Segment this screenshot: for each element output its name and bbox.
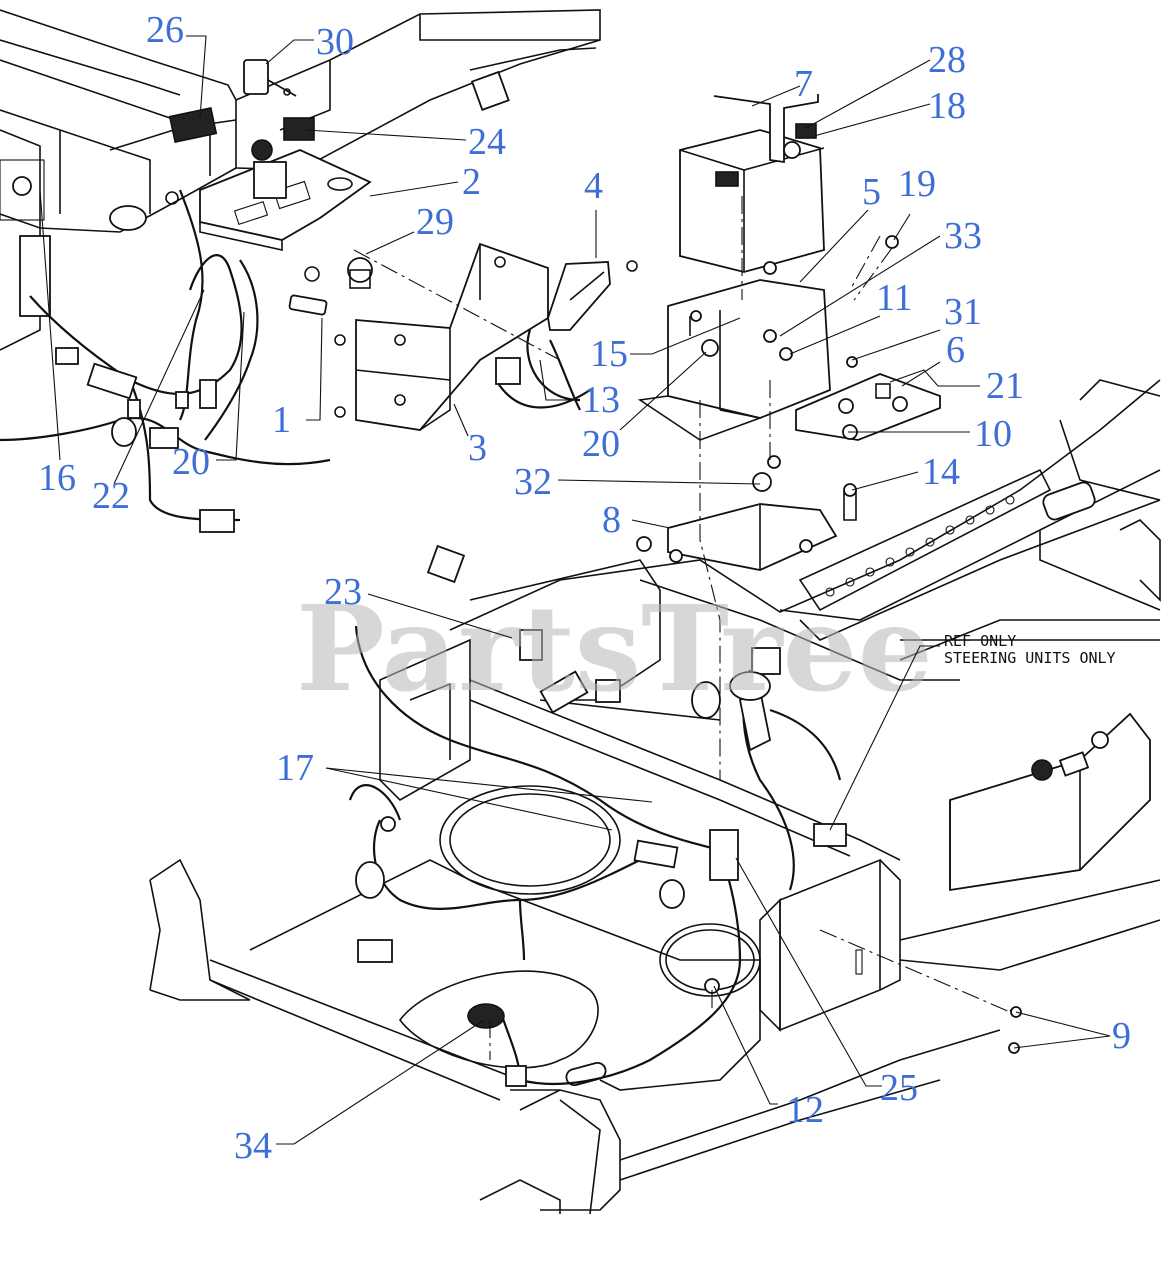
callout-14: 14 (922, 451, 960, 493)
callout-6: 6 (946, 329, 965, 371)
callout-30: 30 (316, 21, 354, 63)
callout-8: 8 (602, 499, 621, 541)
left-wire-harness (0, 189, 331, 533)
console-plate (199, 59, 372, 251)
callout-4: 4 (584, 165, 603, 207)
callout-25: 25 (880, 1067, 918, 1109)
callout-5: 5 (862, 171, 881, 213)
callout-24: 24 (468, 121, 506, 163)
callout-23: 23 (324, 571, 362, 613)
callout-33: 33 (944, 215, 982, 257)
callout-22: 22 (92, 475, 130, 517)
callout-19: 19 (898, 163, 936, 205)
callout-16: 16 (38, 457, 76, 499)
callout-20-upper-bracket: 20 (582, 423, 620, 465)
callout-26: 26 (146, 9, 184, 51)
note-ref-only: REF ONLY (944, 632, 1016, 650)
callout-1: 1 (272, 399, 291, 441)
callout-21: 21 (986, 365, 1024, 407)
main-chassis (149, 379, 1161, 1215)
note-steering-units: STEERING UNITS ONLY (944, 649, 1116, 667)
callout-7: 7 (794, 63, 813, 105)
upper-left-frame (0, 9, 601, 351)
callout-18: 18 (928, 85, 966, 127)
battery-assembly (353, 94, 941, 780)
watermark: PartsTree (296, 579, 933, 718)
callout-28: 28 (928, 39, 966, 81)
callout-11: 11 (876, 277, 913, 319)
lower-wire-harness (348, 544, 1022, 1087)
fender-bracket (288, 242, 638, 431)
callout-9: 9 (1112, 1015, 1131, 1057)
callout-10: 10 (974, 413, 1012, 455)
callout-20-left-harness: 20 (172, 441, 210, 483)
callout-31: 31 (944, 291, 982, 333)
callout-13: 13 (582, 379, 620, 421)
callout-34: 34 (234, 1125, 272, 1167)
callout-numbers: 26 30 28 7 18 24 2 4 5 19 29 33 11 31 6 … (38, 9, 1131, 1167)
callout-12: 12 (786, 1089, 824, 1131)
callout-2: 2 (462, 161, 481, 203)
leader-lines (39, 35, 1111, 1145)
callout-3: 3 (468, 427, 487, 469)
hole-strip (798, 468, 1052, 612)
callout-15: 15 (590, 333, 628, 375)
callout-17: 17 (276, 747, 314, 789)
callout-32: 32 (514, 461, 552, 503)
callout-29: 29 (416, 201, 454, 243)
